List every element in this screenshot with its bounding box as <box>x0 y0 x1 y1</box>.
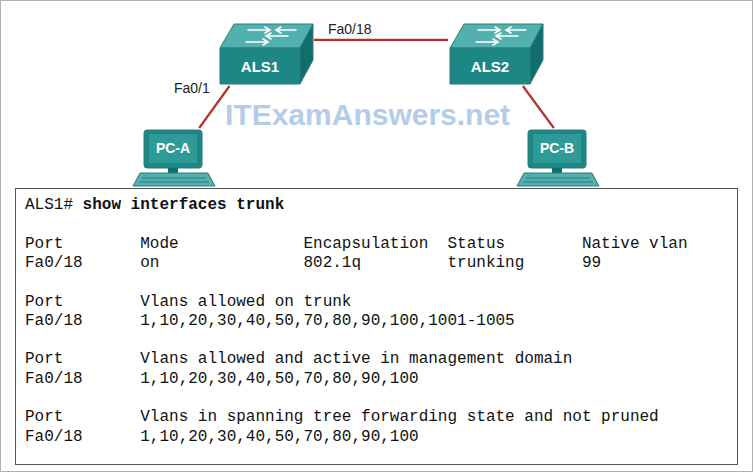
terminal-text: Port <box>25 235 63 254</box>
terminal-text: Port <box>25 293 63 312</box>
terminal-output: ALS1# show interfaces trunkPort Mode Encaps… <box>15 188 738 465</box>
switch-icon <box>218 22 314 86</box>
terminal-text: Vlans allowed and active in management d… <box>140 350 572 369</box>
switch-name: ALS2 <box>450 48 530 84</box>
terminal-text: show interfaces trunk <box>83 196 285 215</box>
watermark: ITExamAnswers.net <box>225 98 510 132</box>
switch-icon <box>448 22 544 86</box>
terminal-text: Fa0/18 <box>25 254 83 273</box>
pc-node: PC-B <box>516 128 600 188</box>
port-label: Fa0/18 <box>326 21 374 37</box>
network-link <box>523 86 554 128</box>
pc-node: PC-A <box>132 128 216 188</box>
switch-node: ALS1 <box>218 22 314 86</box>
terminal-text: 99 <box>582 254 601 273</box>
terminal-text: Mode <box>140 235 178 254</box>
terminal-text: on <box>140 254 159 273</box>
port-label: Fa0/1 <box>172 80 212 96</box>
terminal-text: Port <box>25 350 63 369</box>
terminal-text: Port <box>25 408 63 427</box>
terminal-text: Vlans allowed on trunk <box>140 293 351 312</box>
terminal-text: Status <box>447 235 505 254</box>
switch-name: ALS1 <box>220 48 300 84</box>
pc-icon <box>132 128 216 188</box>
terminal-text: ALS1# <box>25 196 73 215</box>
pc-name: PC-A <box>144 130 202 166</box>
terminal-text: Fa0/18 <box>25 370 83 389</box>
network-link <box>314 39 448 41</box>
terminal-text: trunking <box>447 254 524 273</box>
terminal-text: Vlans in spanning tree forwarding state … <box>140 408 658 427</box>
switch-node: ALS2 <box>448 22 544 86</box>
terminal-text: Encapsulation <box>303 235 428 254</box>
terminal-text: Fa0/18 <box>25 312 83 331</box>
terminal-text: 1,10,20,30,40,50,70,80,90,100,1001-1005 <box>140 312 514 331</box>
terminal-text: 1,10,20,30,40,50,70,80,90,100 <box>140 370 418 389</box>
terminal-text: Native vlan <box>582 235 688 254</box>
terminal-text: Fa0/18 <box>25 428 83 447</box>
terminal-text: 1,10,20,30,40,50,70,80,90,100 <box>140 428 418 447</box>
pc-name: PC-B <box>528 130 586 166</box>
terminal-text: 802.1q <box>303 254 361 273</box>
pc-icon <box>516 128 600 188</box>
